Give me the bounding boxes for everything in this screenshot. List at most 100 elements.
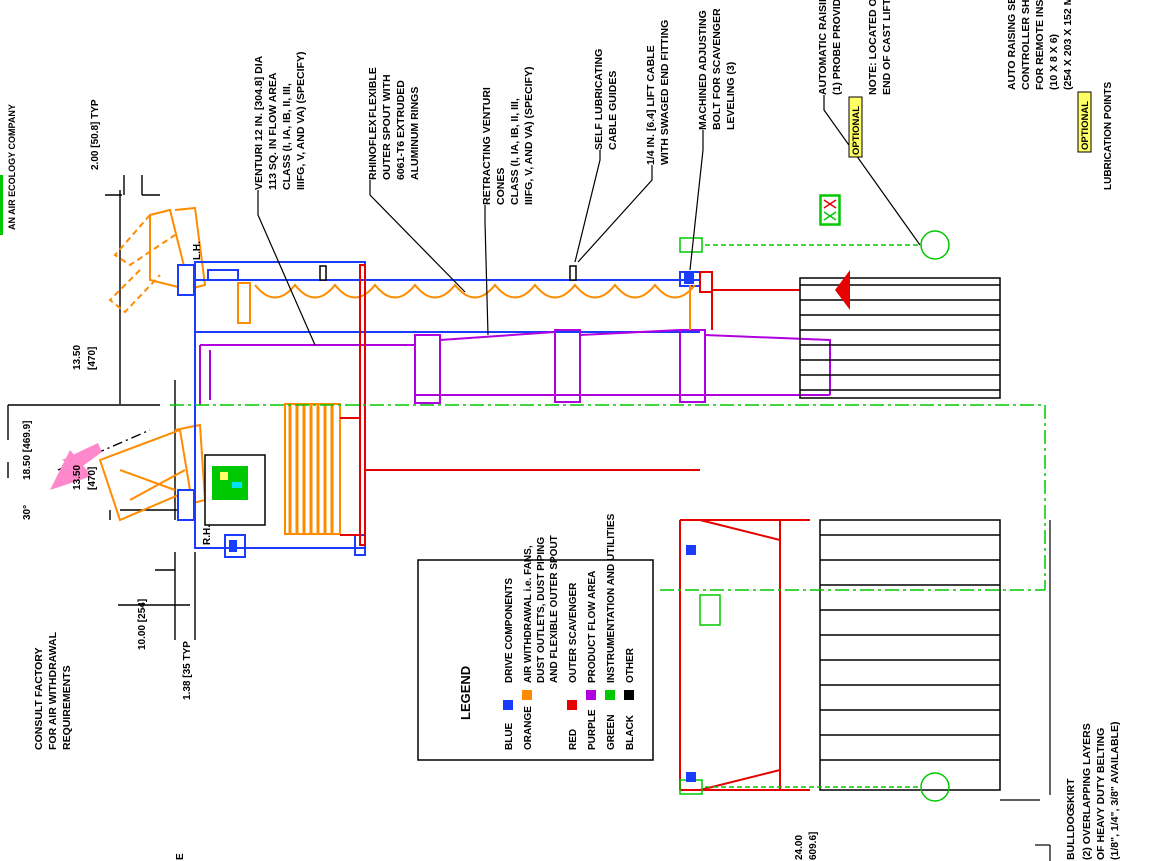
legend-color-name: GREEN xyxy=(606,714,617,750)
bulldog-callout: (1/8", 1/4", 3/8" AVAILABLE) xyxy=(1109,722,1121,860)
legend: LEGEND BLUE DRIVE COMPONENTS ORANGE AIR WITH… xyxy=(417,513,654,761)
venturi-callout: VENTURI 12 IN. [304.8] DIA xyxy=(253,55,265,190)
cable-guides-callout: SELF LUBRICATING xyxy=(593,49,605,150)
orange-fins xyxy=(288,404,334,534)
bulldog-callout: OF HEAVY DUTY BELTING xyxy=(1095,728,1107,860)
instrumentation-lines xyxy=(170,194,1046,802)
fan-mounts xyxy=(177,264,195,521)
legend-desc: OTHER xyxy=(625,647,636,683)
legend-desc: INSTRUMENTATION AND UTILITIES xyxy=(606,513,617,683)
venturi-callout: CLASS (I, IA, IB, II, III, xyxy=(281,83,293,190)
cable-guides xyxy=(319,265,577,281)
product-flow-area xyxy=(199,329,831,405)
legend-swatch xyxy=(624,690,634,700)
rhinoflex-callout: FLEXIBLE xyxy=(367,67,379,118)
consult-callout: CONSULT FACTORY xyxy=(33,648,45,750)
legend-desc: AIR WITHDRAWAL i.e. FANS, xyxy=(523,545,534,683)
callout-texts: AN AIR ECOLOGY COMPANY VENTURI 12 IN. [30… xyxy=(0,0,1121,860)
cones-callout: RETRACTING VENTURI xyxy=(481,87,493,205)
dim-1-38: 1.38 [35 TYP xyxy=(182,641,193,700)
rhinoflex-rings xyxy=(237,282,696,535)
bulldog-suffix: SKIRT xyxy=(1065,778,1077,810)
consult-arrow xyxy=(50,450,92,490)
optional-label-1: OPTIONAL xyxy=(851,106,862,155)
legend-swatch xyxy=(567,700,577,710)
legend-desc: DUST OUTLETS, DUST PIPING xyxy=(536,537,547,683)
bulldog-brand: BULLDOG xyxy=(1065,808,1077,860)
consult-callout: FOR AIR WITHDRAWAL xyxy=(47,631,59,750)
dim-10-00: 10.00 [254] xyxy=(137,599,148,650)
drive-housing xyxy=(194,261,701,558)
edge-char: E xyxy=(175,853,186,860)
sensing-kit-callout: CONTROLLER SHIPPED LOOSE xyxy=(1020,0,1032,90)
rhinoflex-callout: ALUMINUM RINGS xyxy=(409,87,421,180)
dimension-annotations xyxy=(7,175,196,640)
sensing-kit-callout: FOR REMOTE INSTALLATION xyxy=(1034,0,1046,90)
legend-swatch xyxy=(605,690,615,700)
legend-swatch xyxy=(503,700,513,710)
legend-desc: OUTER SCAVENGER xyxy=(568,582,579,683)
dim-2-00: 2.00 [50.8] TYP xyxy=(90,99,101,170)
raising-kit-callout: (1) PROBE PROVIDED xyxy=(831,0,843,95)
legend-color-name: BLUE xyxy=(504,722,515,750)
lift-cable-callout: 1/4 IN. [6.4] LIFT CABLE xyxy=(645,45,657,165)
dim-13-50-top-mm: [470] xyxy=(87,347,98,370)
rhinoflex-callout: OUTER SPOUT WITH xyxy=(381,74,393,180)
legend-color-name: ORANGE xyxy=(523,706,534,750)
raising-note: END OF CAST LIFT RING xyxy=(881,0,893,95)
raising-kit-callout: AUTOMATIC RAISING KIT: xyxy=(817,0,829,95)
legend-entries: LEGEND BLUE DRIVE COMPONENTS ORANGE AIR WITH… xyxy=(458,513,636,750)
legend-title: LEGEND xyxy=(458,666,473,720)
rhinoflex-brand: RHINOFLEX xyxy=(367,119,379,180)
dim-18-50: 18.50 [469.9] xyxy=(22,421,33,481)
company-tagline: AN AIR ECOLOGY COMPANY xyxy=(7,104,17,230)
sensing-kit-callout: AUTO RAISING SENSING KIT xyxy=(1006,0,1018,90)
adjusting-bolt-callout: LEVELING (3) xyxy=(725,62,737,130)
dim-30deg: 30° xyxy=(22,505,33,520)
rhinoflex-callout: 6061-T6 EXTRUDED xyxy=(395,80,407,180)
legend-color-name: RED xyxy=(568,729,579,750)
legend-desc: AND FLEXIBLE OUTER SPOUT xyxy=(549,535,560,683)
scavenger-skirt-upper xyxy=(799,277,1001,399)
logo-mark xyxy=(0,175,3,235)
optional-badge-2 xyxy=(1077,91,1092,153)
legend-desc: DRIVE COMPONENTS xyxy=(504,578,515,683)
control-box xyxy=(204,454,266,526)
raising-note: NOTE: LOCATED ON DRIVE xyxy=(867,0,879,95)
lift-cable-callout: WITH SWAGED END FITTING xyxy=(659,20,671,165)
lubrication-icon xyxy=(835,270,850,310)
venturi-callout: 113 SQ. IN FLOW AREA xyxy=(267,72,279,190)
leader-lines xyxy=(257,95,1051,861)
dim-13-50-top: 13.50 xyxy=(72,345,83,370)
venturi-callout: IIIFG, V, AND VA) (SPECIFY) xyxy=(295,52,307,190)
optional-label-2: OPTIONAL xyxy=(1080,101,1091,150)
sensing-kit-icon xyxy=(820,195,840,225)
dim-24-00-mm: 609.6] xyxy=(808,832,819,860)
adjusting-bolt-callout: MACHINED ADJUSTING xyxy=(697,10,709,130)
dim-13-50-bot: 13.50 xyxy=(72,465,83,490)
cones-callout: IIIFG, V, AND VA) (SPECIFY) xyxy=(523,67,535,205)
lubrication-label: LUBRICATION POINTS xyxy=(1103,82,1114,190)
dim-13-50-bot-mm: [470] xyxy=(87,467,98,490)
legend-color-name: BLACK xyxy=(625,714,636,750)
consult-callout: REQUIREMENTS xyxy=(61,665,73,750)
scavenger-skirt-lower xyxy=(819,519,1001,791)
blue-fittings xyxy=(229,272,696,782)
legend-color-name: PURPLE xyxy=(587,709,598,750)
legend-desc: PRODUCT FLOW AREA xyxy=(587,571,598,683)
dim-24-00: 24.00 xyxy=(794,835,805,860)
cones-callout: CONES xyxy=(495,168,507,205)
fan-lh-outline xyxy=(108,206,207,314)
consult-arrow-tail xyxy=(62,443,102,468)
sensing-kit-size: (10 X 8 X 6) xyxy=(1048,34,1060,90)
legend-swatch xyxy=(522,690,532,700)
optional-badge-1 xyxy=(848,96,863,158)
adjusting-bolt-callout: BOLT FOR SCAVENGER xyxy=(711,8,723,130)
cones-callout: CLASS (I, IA, IB, II, III, xyxy=(509,98,521,205)
bulldog-callout: (2) OVERLAPPING LAYERS xyxy=(1081,723,1093,860)
label-rh: R.H. xyxy=(202,525,213,545)
sensing-kit-size: (254 X 203 X 152 MM) xyxy=(1062,0,1074,90)
legend-swatch xyxy=(586,690,596,700)
